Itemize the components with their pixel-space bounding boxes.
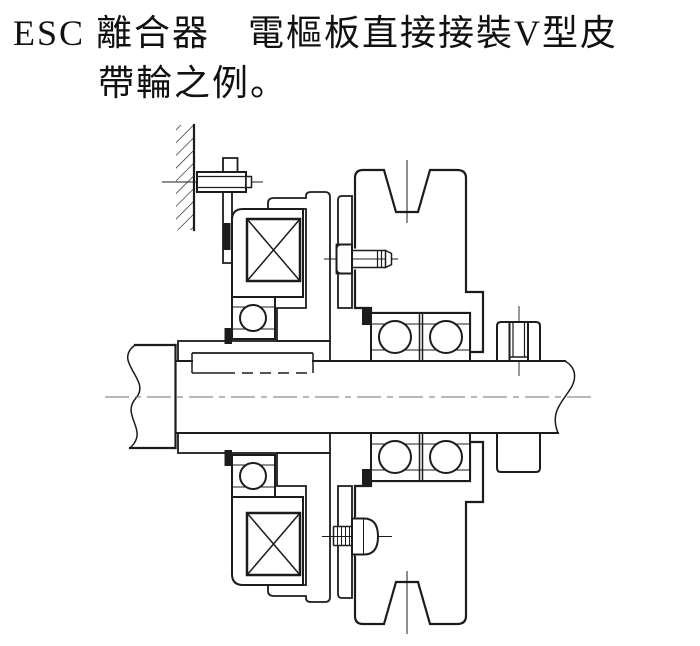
bearing-seal xyxy=(224,328,232,344)
shaft-break-left xyxy=(127,344,141,449)
pulley-bottom-half xyxy=(353,440,485,626)
pulley-top-half xyxy=(353,168,485,354)
field-coil-housing xyxy=(231,208,304,586)
rotor xyxy=(267,191,331,603)
set-screw xyxy=(508,321,529,362)
field-coil xyxy=(245,217,302,577)
bolt-head xyxy=(351,517,380,556)
pin-end xyxy=(245,175,253,189)
figure-caption-line-2: 帶輪之例。 xyxy=(98,63,289,103)
shaft xyxy=(105,343,592,450)
armature-bolt-bottom xyxy=(322,517,392,556)
sleeve-lower xyxy=(177,432,331,454)
pulley-bearing-bottom xyxy=(362,432,471,486)
bearing-seal xyxy=(362,469,371,486)
bearing-seal xyxy=(362,308,371,325)
shaft-key xyxy=(191,352,314,374)
bolt-head xyxy=(335,243,353,275)
armature-bottom-half xyxy=(337,485,353,599)
collar-top-half xyxy=(496,321,541,362)
v-belt-pulley xyxy=(353,160,485,634)
anchor-pin xyxy=(162,171,263,193)
rotor-top-half xyxy=(267,191,331,342)
shaft-break-right xyxy=(554,360,576,434)
bracket-bushing xyxy=(223,223,231,250)
housing-top-half xyxy=(231,208,304,298)
pilot-bearing-top xyxy=(224,296,276,344)
pilot-bearing-bottom xyxy=(224,450,276,498)
figure-caption-line-1: ESC 離合器 電樞板直接接裝V型皮 xyxy=(13,13,619,53)
pin-body xyxy=(196,171,247,193)
wall-mount xyxy=(176,123,196,232)
armature-top-half xyxy=(335,195,353,309)
bearing-ball xyxy=(429,440,463,474)
armature-plate xyxy=(335,195,353,599)
bearing-ball xyxy=(239,304,267,332)
pulley-bearing-top xyxy=(362,308,471,362)
armature-bolt-top xyxy=(324,243,398,275)
bolt-tip xyxy=(384,249,393,269)
bearing-ball xyxy=(239,462,267,490)
wall-hatch xyxy=(176,125,194,230)
bearing-ball xyxy=(378,440,412,474)
collar-bottom-half xyxy=(496,432,541,473)
bearing-seal xyxy=(224,450,232,466)
bearing-ball xyxy=(378,320,412,354)
housing-bottom-half xyxy=(231,496,304,586)
bearing-ball xyxy=(429,320,463,354)
shaft-collar xyxy=(496,306,541,473)
rotor-bottom-half xyxy=(267,452,331,603)
